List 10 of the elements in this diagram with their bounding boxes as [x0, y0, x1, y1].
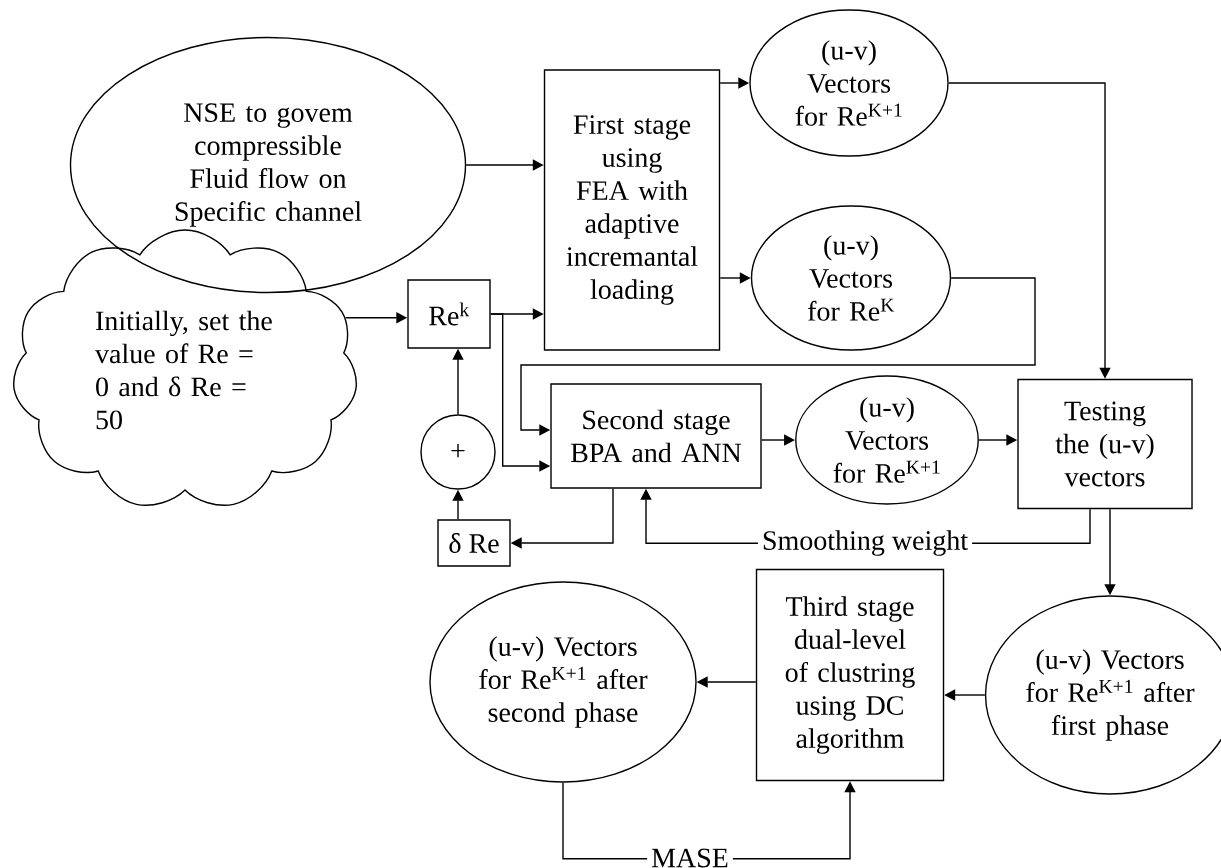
process-box: Second stage BPA and ANN: [550, 383, 762, 489]
edge-label: Smoothing weight: [757, 526, 973, 560]
process-box: Third stage dual-level of clustring using DC algorithm: [755, 568, 945, 782]
process-box: Testing the (u-v) vectors: [1017, 378, 1193, 510]
arrow: [520, 277, 1036, 436]
start-cloud: Initially, set the value of Re = 0 and δ Re = 50: [13, 229, 357, 506]
process-box: First stage using FEA with adaptive incremantal loading: [543, 69, 721, 351]
edge-label: MASE: [647, 844, 733, 868]
process-box: Re$^{k}$: [407, 279, 491, 349]
process-box: δ Re: [437, 519, 511, 567]
